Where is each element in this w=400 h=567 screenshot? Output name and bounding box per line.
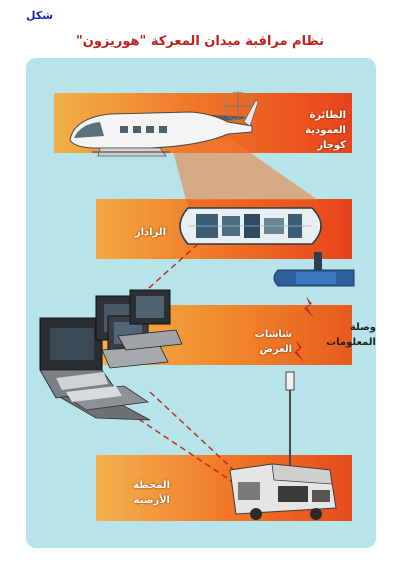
ground-station-truck-icon [229, 463, 337, 520]
beam-helicopter-to-radar [170, 140, 318, 200]
helicopter-icon [69, 91, 259, 157]
radar-pod-icon [179, 207, 355, 287]
helicopter-label-line1: الطائرة العمودية [305, 110, 346, 136]
ground-station-label: المحطة الأرضية [116, 478, 170, 508]
data-link-label: وصلة المعلومات [326, 322, 376, 348]
signal-lines [121, 243, 239, 485]
figure-label: شكل [26, 9, 54, 22]
display-consoles-icon [39, 289, 183, 421]
diagram-title: نظام مراقبة ميدان المعركة "هوريزون" [75, 34, 325, 49]
radar-label: الرادار [134, 227, 166, 238]
lightning-icon [294, 296, 314, 362]
helicopter-label-line2: كوجار [317, 140, 346, 151]
helicopter-label: الطائرة العمودية كوجار [296, 108, 346, 153]
display-screens-label: شاشات العرض [254, 329, 292, 355]
antenna-mast-icon [285, 371, 295, 470]
ground-station-label-line1: المحطة [133, 480, 170, 491]
ground-station-label-line2: الأرضية [133, 495, 170, 506]
